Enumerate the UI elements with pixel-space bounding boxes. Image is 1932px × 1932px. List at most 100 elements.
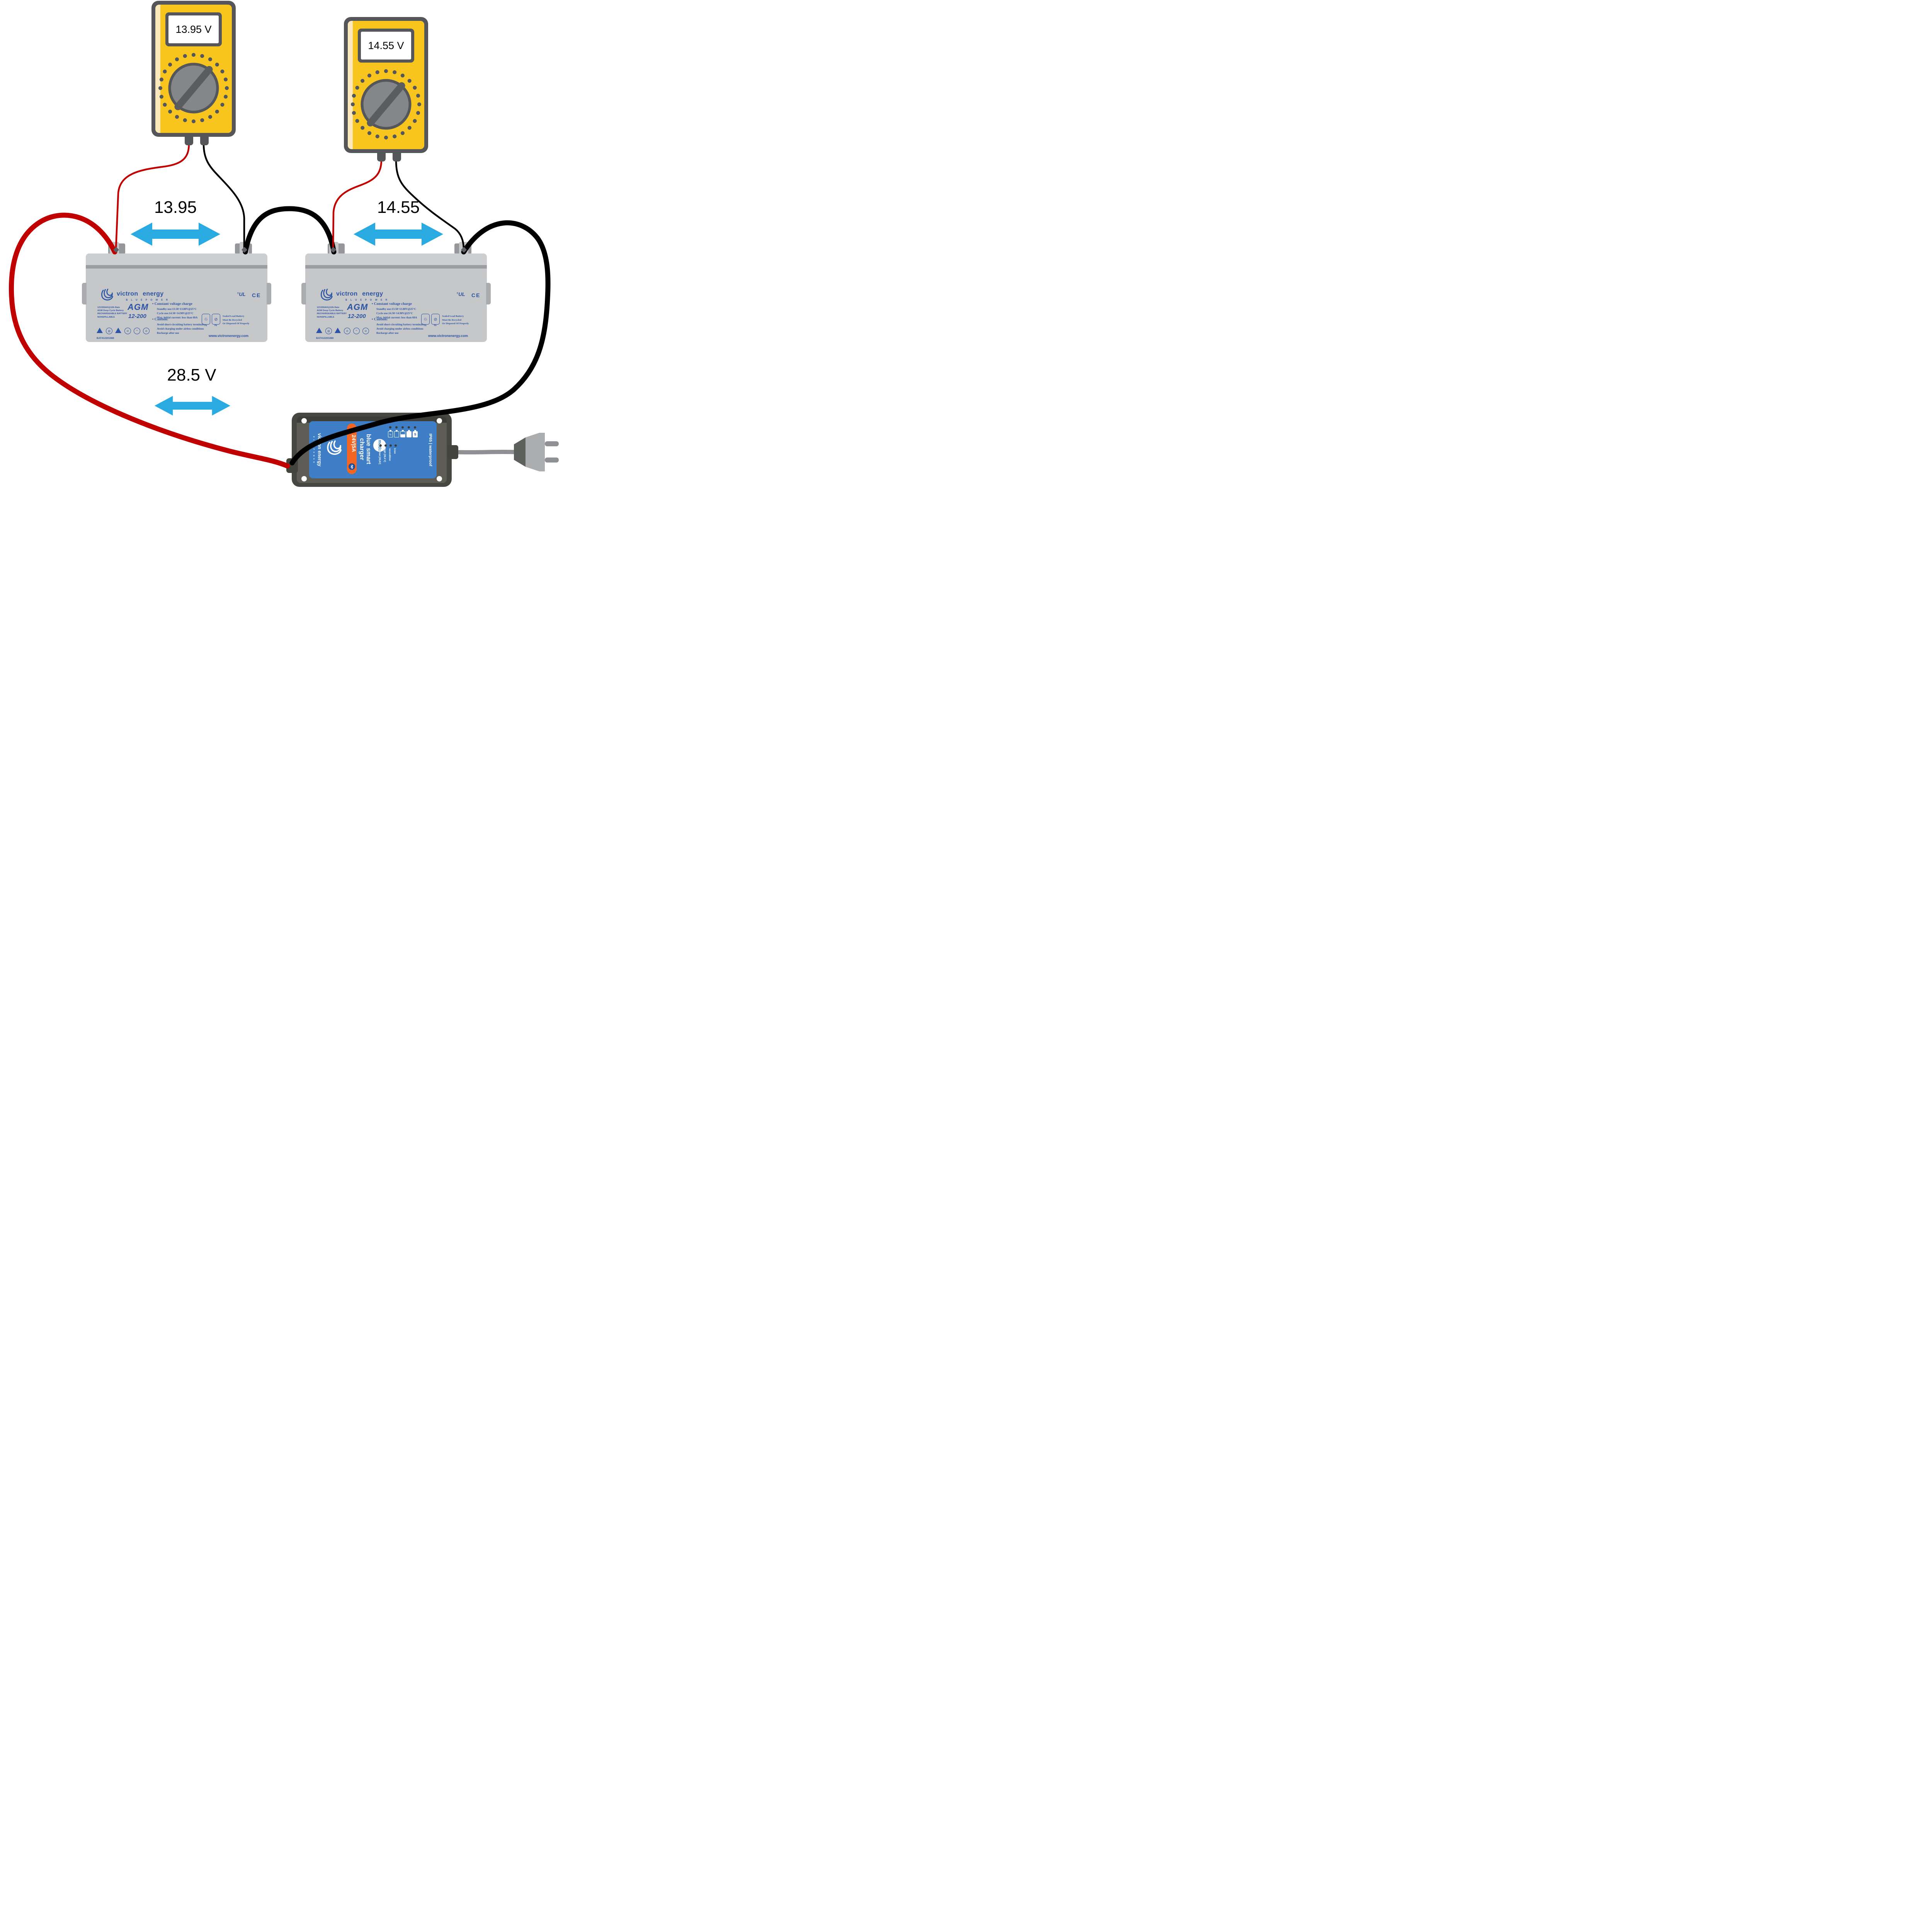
battery-1: victron energy B L U E P O W E R ®UL CE … xyxy=(82,242,271,342)
battery-brand: victron energy xyxy=(117,291,164,297)
charger-product-name: blue smart charger xyxy=(359,434,372,464)
keep-children-away-icon: ⊘ xyxy=(143,328,150,334)
ce-mark: CE xyxy=(471,292,481,298)
no-smoking-icon: ⊘ xyxy=(344,328,350,334)
dc-cable-inlet xyxy=(286,458,298,473)
mode-label: high [29,4 V] xyxy=(383,448,386,462)
stage-led xyxy=(401,426,404,429)
victron-swirl-icon xyxy=(321,289,333,301)
charger-brand: victron energy B L U E P O W E R xyxy=(313,433,322,467)
trickle-stage-icon: ∿ xyxy=(388,430,393,437)
battery-side-tab xyxy=(82,283,87,304)
double-arrow-battery-1 xyxy=(131,223,220,246)
trash-bin-icon: ⊘ xyxy=(212,314,220,325)
battery-specs: 12V200AH@10h Rate AGM Deep Cycle Battery… xyxy=(317,306,347,318)
stage-led xyxy=(389,426,391,429)
screw-hole xyxy=(437,476,442,481)
red-probe-socket xyxy=(185,133,193,145)
battery-model: AGM xyxy=(128,302,149,312)
pb-label: Pb xyxy=(434,325,437,327)
cv-title: • Constant voltage charge xyxy=(152,302,192,306)
charger-label: victron energy B L U E P O W E R 24V|5A … xyxy=(309,421,437,478)
mode-led xyxy=(389,444,392,447)
victron-swirl-icon xyxy=(101,289,113,301)
ac-plug-prong xyxy=(545,457,559,463)
caution-line: Recharge after use xyxy=(376,332,399,335)
keep-children-away-icon: ⊘ xyxy=(362,328,369,334)
stage-led xyxy=(408,426,410,429)
ac-plug-body xyxy=(526,433,545,471)
caution-title: • Caution: xyxy=(372,318,388,321)
no-smoking-icon: ⊘ xyxy=(124,328,131,334)
mode-label: normal [28,8V] xyxy=(378,448,381,464)
battery-lid-seam xyxy=(86,265,267,269)
meter-display: 13.95 V xyxy=(165,12,222,46)
meter-reading: 14.55 V xyxy=(361,32,411,60)
read-manual-icon: ▤ xyxy=(325,328,332,334)
storage-stage-icon: S xyxy=(413,430,418,437)
read-manual-icon: ▤ xyxy=(106,328,112,334)
recycle-icon: ♲ xyxy=(202,314,210,325)
meter-reading: 13.95 V xyxy=(168,15,219,43)
ac-plug-prong xyxy=(545,441,559,446)
absorption-stage-icon xyxy=(400,430,405,437)
double-arrow-total xyxy=(155,396,230,416)
explosion-warning-icon xyxy=(316,328,322,333)
black-probe-socket xyxy=(393,149,401,162)
pb-label: Pb xyxy=(424,325,427,327)
caution-line: Avoid short-circuiting battery terminals xyxy=(376,323,424,326)
screw-hole xyxy=(437,418,442,423)
meter-display: 14.55 V xyxy=(358,29,414,63)
float-stage-icon xyxy=(406,430,412,437)
battery-lid xyxy=(305,253,487,265)
battery-part-number: BAT412201080 xyxy=(97,337,114,340)
caution-line: Avoid short-circuiting battery terminals xyxy=(157,323,204,326)
acid-warning-icon xyxy=(335,328,341,333)
recycle-note: Sealed Lead Battery Must Be Recycled Or … xyxy=(223,315,250,325)
meter-body-highlight xyxy=(155,5,160,133)
rotary-dial xyxy=(158,53,229,123)
double-arrow-battery-2 xyxy=(354,223,443,246)
mode-led xyxy=(395,444,397,447)
rating-banner: 24V|5A xyxy=(347,423,357,474)
cv-line: Standby use:13.50~13.80V@25°C xyxy=(376,308,416,311)
victron-swirl-icon xyxy=(327,440,342,455)
battery-specs: 12V200AH@10h Rate AGM Deep Cycle Battery… xyxy=(97,306,128,318)
trash-bin-icon: ⊘ xyxy=(431,314,440,325)
wear-goggles-icon: ᴖ xyxy=(134,328,140,334)
cv-line: Standby use:13.50~13.80V@25°C xyxy=(157,308,197,311)
battery-model: AGM xyxy=(347,302,368,312)
battery-subbrand: B L U E P O W E R xyxy=(126,299,169,301)
battery-2-voltage-label: 14.55 xyxy=(377,198,420,217)
cv-line: Cycle use:14.50~14.90V@25°C xyxy=(376,312,413,315)
black-probe-socket xyxy=(200,133,209,145)
ip65-waterproof-badge: IP65 | waterproof xyxy=(428,433,433,466)
battery-2: victron energy B L U E P O W E R ®UL CE … xyxy=(301,242,491,342)
battery-1-voltage-label: 13.95 xyxy=(154,198,197,217)
ul-mark: ®UL xyxy=(457,291,465,297)
battery-website: www.victronenergy.com xyxy=(209,334,249,338)
stage-led xyxy=(395,426,398,429)
battery-website: www.victronenergy.com xyxy=(428,334,468,338)
battery-lid xyxy=(86,253,267,265)
cv-line: Cycle use:14.50~14.90V@25°C xyxy=(157,312,194,315)
battery-model-number: 12-200 xyxy=(348,313,366,320)
ce-mark: CE xyxy=(252,292,261,298)
screw-hole xyxy=(301,418,307,423)
total-voltage-label: 28.5 V xyxy=(167,366,216,384)
ac-plug-collar xyxy=(514,437,526,467)
cv-title: • Constant voltage charge xyxy=(372,302,412,306)
blue-smart-charger: victron energy B L U E P O W E R 24V|5A … xyxy=(286,413,452,487)
wear-goggles-icon: ᴖ xyxy=(353,328,360,334)
explosion-warning-icon xyxy=(97,328,103,333)
meter-body-highlight xyxy=(348,21,353,149)
screw-hole xyxy=(301,476,307,481)
battery-subbrand: B L U E P O W E R xyxy=(345,299,389,301)
red-probe-socket xyxy=(377,149,386,162)
battery-brand: victron energy xyxy=(336,291,383,297)
caution-line: Avoid charging under airless conditions xyxy=(157,327,204,330)
rating-text: 24V|5A xyxy=(351,435,357,452)
multimeter-1: 13.95 V xyxy=(151,1,236,145)
recycle-icon: ♲ xyxy=(421,314,430,325)
multimeter-2: 14.55 V xyxy=(344,17,428,162)
